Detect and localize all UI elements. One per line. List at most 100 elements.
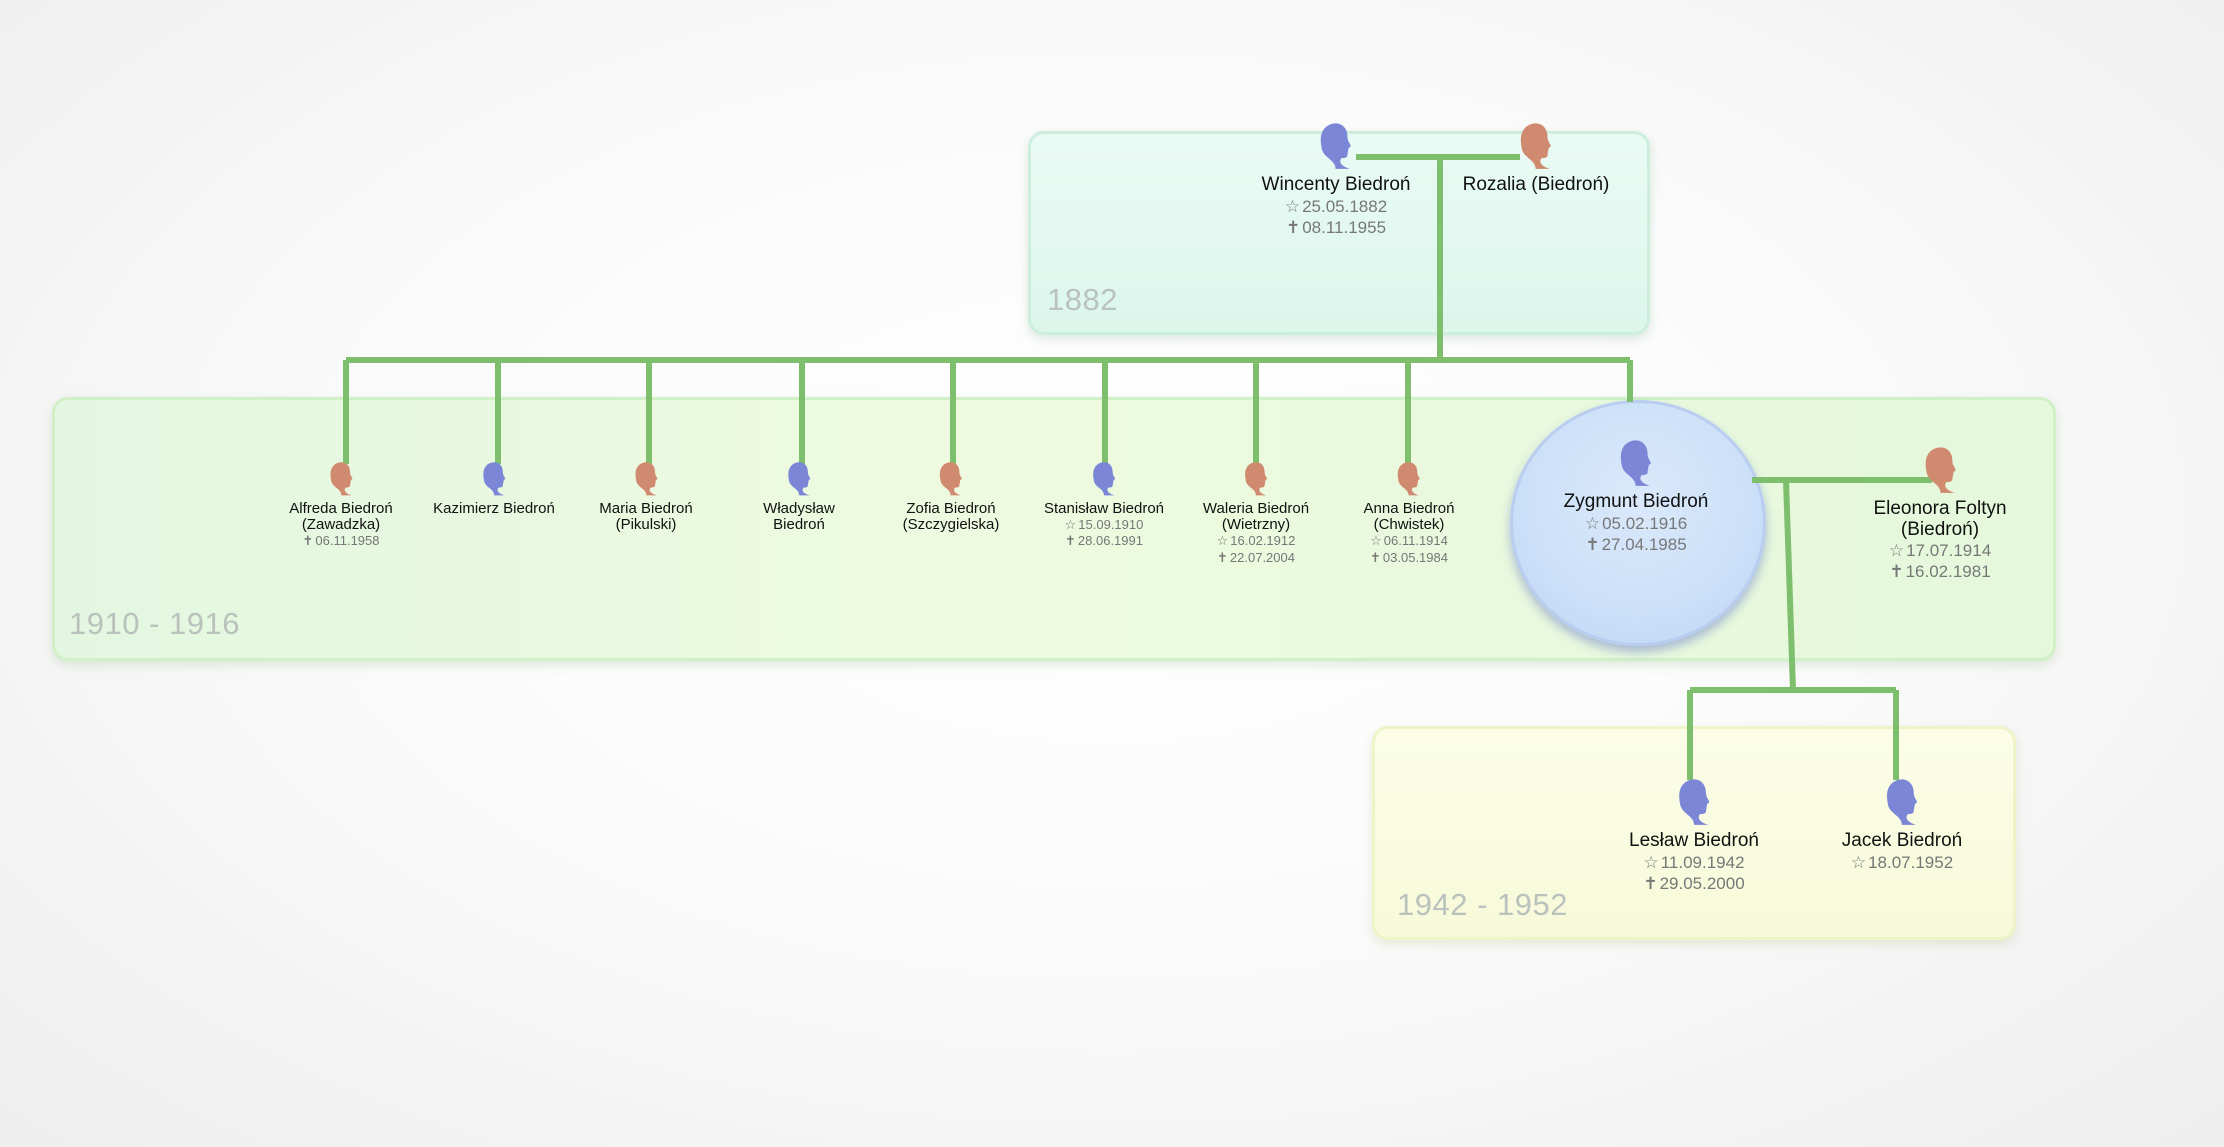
person-name: Zofia Biedroń(Szczygielska): [902, 500, 1000, 534]
person-name-line: Władysław: [763, 500, 835, 517]
band-label: 1942 - 1952: [1397, 887, 1568, 922]
male-silhouette-icon: [1093, 462, 1116, 496]
death-date: ✝16.02.1981: [1873, 561, 2006, 582]
person-alfreda-biedron[interactable]: Alfreda Biedroń(Zawadzka)✝06.11.1958: [289, 459, 393, 550]
person-name-line: Biedroń: [773, 516, 825, 534]
star-icon: ☆: [1850, 852, 1867, 872]
person-name-line: (Szczygielska): [902, 516, 1000, 534]
person-jacek-biedron[interactable]: Jacek Biedroń☆18.07.1952: [1842, 775, 1962, 873]
star-icon: ☆: [1284, 196, 1301, 216]
cross-icon: ✝: [1585, 534, 1600, 554]
person-name-line: (Biedroń): [1900, 518, 1980, 540]
birth-date-value: 16.02.1912: [1230, 533, 1296, 549]
star-icon: ☆: [1643, 852, 1659, 872]
person-stanislaw-biedron[interactable]: Stanisław Biedroń☆15.09.1910✝28.06.1991: [1044, 459, 1164, 550]
male-silhouette-icon: [1679, 779, 1710, 825]
death-date: ✝27.04.1985: [1564, 534, 1709, 555]
death-date-value: 16.02.1981: [1905, 562, 1991, 582]
cross-icon: ✝: [1217, 549, 1228, 565]
person-name-line: (Pikulski): [615, 516, 677, 534]
person-anna-biedron[interactable]: Anna Biedroń(Chwistek)☆06.11.1914✝03.05.…: [1363, 459, 1455, 566]
male-silhouette-icon: [788, 462, 811, 496]
male-silhouette-icon: [1887, 779, 1918, 825]
person-name: Anna Biedroń(Chwistek): [1363, 500, 1455, 534]
person-waleria-biedron[interactable]: Waleria Biedroń(Wietrzny)☆16.02.1912✝22.…: [1203, 459, 1309, 566]
female-silhouette-icon: [1521, 123, 1552, 169]
person-name: Waleria Biedroń(Wietrzny): [1203, 500, 1309, 534]
female-silhouette-icon: [1925, 447, 1956, 493]
death-date-value: 29.05.2000: [1659, 873, 1745, 893]
person-name-line: Rozalia (Biedroń): [1462, 174, 1610, 195]
birth-date-value: 11.09.1942: [1660, 852, 1745, 872]
birth-date: ☆18.07.1952: [1842, 852, 1962, 873]
generation-band-1942-1952: 1942 - 1952: [1372, 726, 2016, 940]
person-zofia-biedron[interactable]: Zofia Biedroń(Szczygielska): [902, 459, 1000, 534]
person-name-line: Anna Biedroń: [1363, 500, 1455, 517]
death-date: ✝06.11.1958: [289, 533, 392, 549]
person-name: Kazimierz Biedroń: [433, 500, 555, 517]
person-name-line: Alfreda Biedroń: [289, 500, 393, 517]
birth-date-value: 05.02.1916: [1602, 513, 1688, 533]
person-name-line: Wincenty Biedroń: [1261, 174, 1411, 195]
person-name: Jacek Biedroń: [1842, 830, 1962, 852]
male-silhouette-icon: [1321, 123, 1352, 169]
person-wincenty-biedron[interactable]: Wincenty Biedroń☆25.05.1882✝08.11.1955: [1261, 119, 1411, 238]
male-silhouette-icon: [1621, 440, 1652, 486]
birth-date: ☆25.05.1882: [1262, 196, 1411, 217]
star-icon: ☆: [1216, 533, 1229, 549]
person-name-line: Lesław Biedroń: [1629, 830, 1759, 851]
cross-icon: ✝: [1285, 217, 1301, 237]
person-name-line: Kazimierz Biedroń: [433, 500, 555, 517]
band-label: 1882: [1047, 282, 1118, 317]
person-maria-biedron[interactable]: Maria Biedroń(Pikulski): [599, 459, 693, 534]
person-name: Maria Biedroń(Pikulski): [599, 500, 693, 534]
person-name-line: (Wietrzny): [1221, 516, 1291, 534]
person-name-line: (Zawadzka): [301, 516, 381, 534]
person-name-line: Maria Biedroń: [599, 500, 693, 517]
person-name: Rozalia (Biedroń): [1462, 174, 1610, 196]
death-date-value: 27.04.1985: [1601, 534, 1687, 554]
female-silhouette-icon: [940, 462, 963, 496]
death-date: ✝28.06.1991: [1044, 533, 1164, 549]
person-kazimierz-biedron[interactable]: Kazimierz Biedroń: [433, 459, 555, 517]
birth-date: ☆16.02.1912: [1203, 533, 1309, 549]
person-eleonora-foltyn[interactable]: Eleonora Foltyn(Biedroń)☆17.07.1914✝16.0…: [1873, 443, 2007, 583]
death-date-value: 06.11.1958: [315, 533, 380, 549]
person-name: Alfreda Biedroń(Zawadzka): [289, 500, 393, 534]
cross-icon: ✝: [1370, 549, 1381, 565]
death-date-value: 08.11.1955: [1302, 217, 1387, 237]
male-silhouette-icon: [483, 462, 506, 496]
birth-date-value: 17.07.1914: [1906, 541, 1992, 561]
person-name: Zygmunt Biedroń: [1564, 491, 1709, 513]
death-date-value: 22.07.2004: [1229, 549, 1295, 565]
person-name-line: (Chwistek): [1373, 516, 1445, 534]
cross-icon: ✝: [1065, 533, 1076, 549]
birth-date: ☆05.02.1916: [1564, 513, 1709, 534]
star-icon: ☆: [1064, 517, 1077, 533]
death-date: ✝22.07.2004: [1203, 550, 1309, 566]
person-rozalia-biedron[interactable]: Rozalia (Biedroń): [1462, 119, 1610, 196]
female-silhouette-icon: [1245, 462, 1268, 496]
person-name: Lesław Biedroń: [1629, 830, 1759, 852]
star-icon: ☆: [1584, 513, 1601, 533]
person-name-line: Stanisław Biedroń: [1043, 500, 1165, 517]
cross-icon: ✝: [1889, 562, 1904, 582]
female-silhouette-icon: [1398, 462, 1421, 496]
female-silhouette-icon: [330, 462, 353, 496]
death-date: ✝03.05.1984: [1364, 550, 1455, 566]
birth-date-value: 18.07.1952: [1868, 852, 1954, 872]
person-name-line: Eleonora Foltyn: [1873, 498, 2007, 519]
cross-icon: ✝: [1643, 873, 1658, 893]
death-date: ✝08.11.1955: [1262, 217, 1411, 238]
death-date-value: 28.06.1991: [1077, 533, 1143, 549]
star-icon: ☆: [1888, 541, 1905, 561]
star-icon: ☆: [1370, 533, 1382, 549]
person-zygmunt-biedron[interactable]: Zygmunt Biedroń☆05.02.1916✝27.04.1985: [1564, 436, 1709, 555]
female-silhouette-icon: [635, 462, 658, 496]
birth-date-value: 06.11.1914: [1383, 533, 1448, 549]
person-leslaw-biedron[interactable]: Lesław Biedroń☆11.09.1942✝29.05.2000: [1629, 775, 1759, 894]
person-name: Wincenty Biedroń: [1261, 174, 1411, 196]
band-label: 1910 - 1916: [69, 606, 240, 641]
